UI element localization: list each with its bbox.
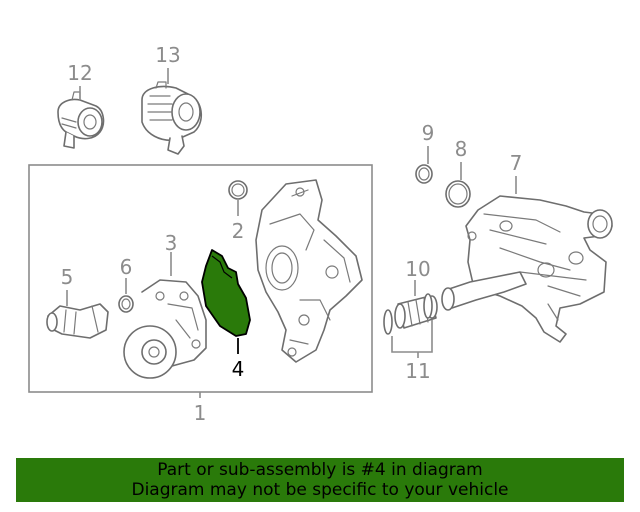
callout-10: 10 [405,257,430,281]
banner-line-disclaimer: Diagram may not be specific to your vehi… [131,480,509,500]
part-6-seal-ring[interactable] [118,295,134,313]
part-8-o-ring-inner [448,183,468,205]
callout-2: 2 [232,219,245,243]
callout-1: 1 [194,401,207,425]
callout-4: 4 [232,357,245,381]
part-12-aux-pump[interactable] [57,91,105,149]
part-3-water-pump[interactable] [123,279,207,379]
callout-11: 11 [405,359,430,383]
callout-12: 12 [67,61,92,85]
part-7-thermostat-housing[interactable] [465,195,613,343]
part-13-water-pump[interactable] [141,81,203,155]
part-9-o-ring-inner [418,167,430,181]
callout-8: 8 [455,137,468,161]
highlight-notice-banner: Part or sub-assembly is #4 in diagram Di… [16,458,624,502]
part-2-o-ring-inner [231,183,245,197]
part-1-housing[interactable] [255,179,363,363]
callout-5: 5 [61,265,74,289]
callout-9: 9 [422,121,435,145]
callout-13: 13 [155,43,180,67]
leader-lines [66,68,517,398]
callout-7: 7 [510,151,523,175]
banner-line-part: Part or sub-assembly is #4 in diagram [157,460,483,480]
part-8-o-ring[interactable] [445,180,471,208]
callout-3: 3 [165,231,178,255]
parts-diagram: 1 2 3 4 5 6 7 8 9 10 11 12 13 [28,43,613,425]
part-5-hose-connector[interactable] [46,303,109,339]
part-11-o-rings[interactable] [383,293,433,335]
callout-6: 6 [120,255,133,279]
part-4-gasket-highlighted[interactable] [201,249,251,337]
part-6-seal-ring-inner [121,298,131,310]
